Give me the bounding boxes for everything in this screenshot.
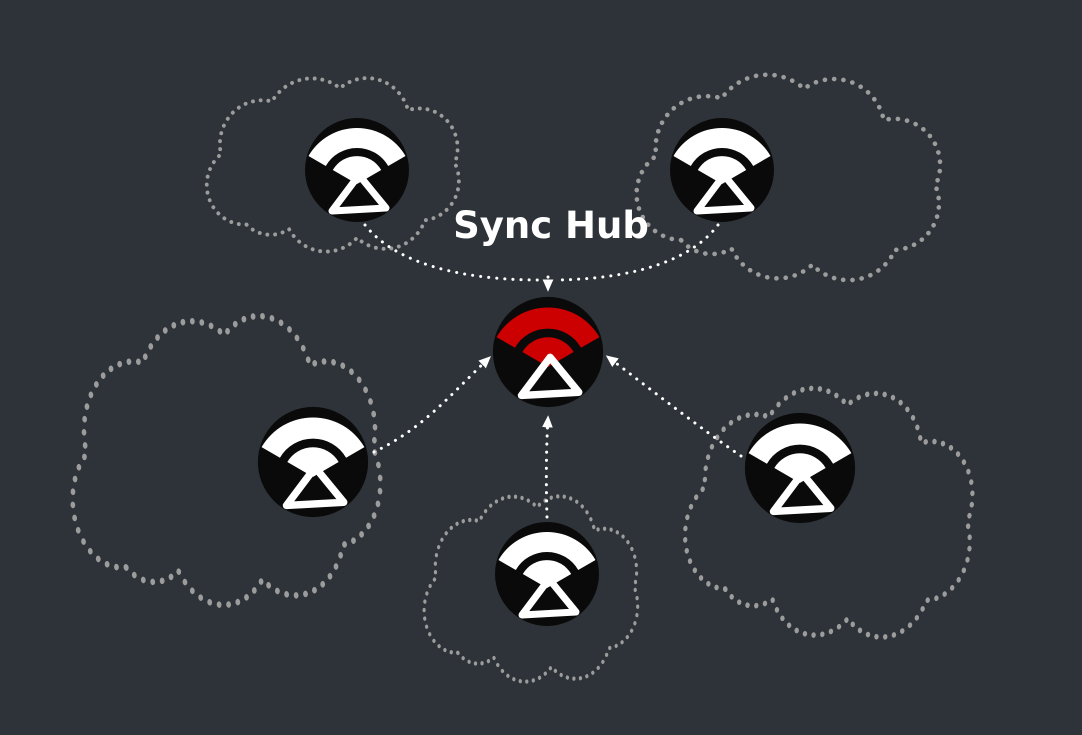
arrow-mid-left-to-hub: [372, 356, 491, 454]
device-node-mid-right-sync-icon: [745, 413, 855, 523]
device-node-top-left-sync-icon: [305, 118, 409, 222]
device-node-mid-left-sync-icon: [258, 407, 368, 517]
arrow-mid-right-to-hub: [605, 355, 743, 458]
device-node-top-right-sync-icon: [670, 118, 774, 222]
hub-node-sync-icon: [493, 297, 603, 407]
page-title: Sync Hub: [453, 204, 649, 247]
arrow-top-left-to-hub: [363, 223, 542, 282]
device-node-bottom-center-sync-icon: [495, 522, 599, 626]
arrow-bottom-to-hub: [542, 415, 553, 519]
arrow-top-right-to-hub: [554, 223, 720, 282]
